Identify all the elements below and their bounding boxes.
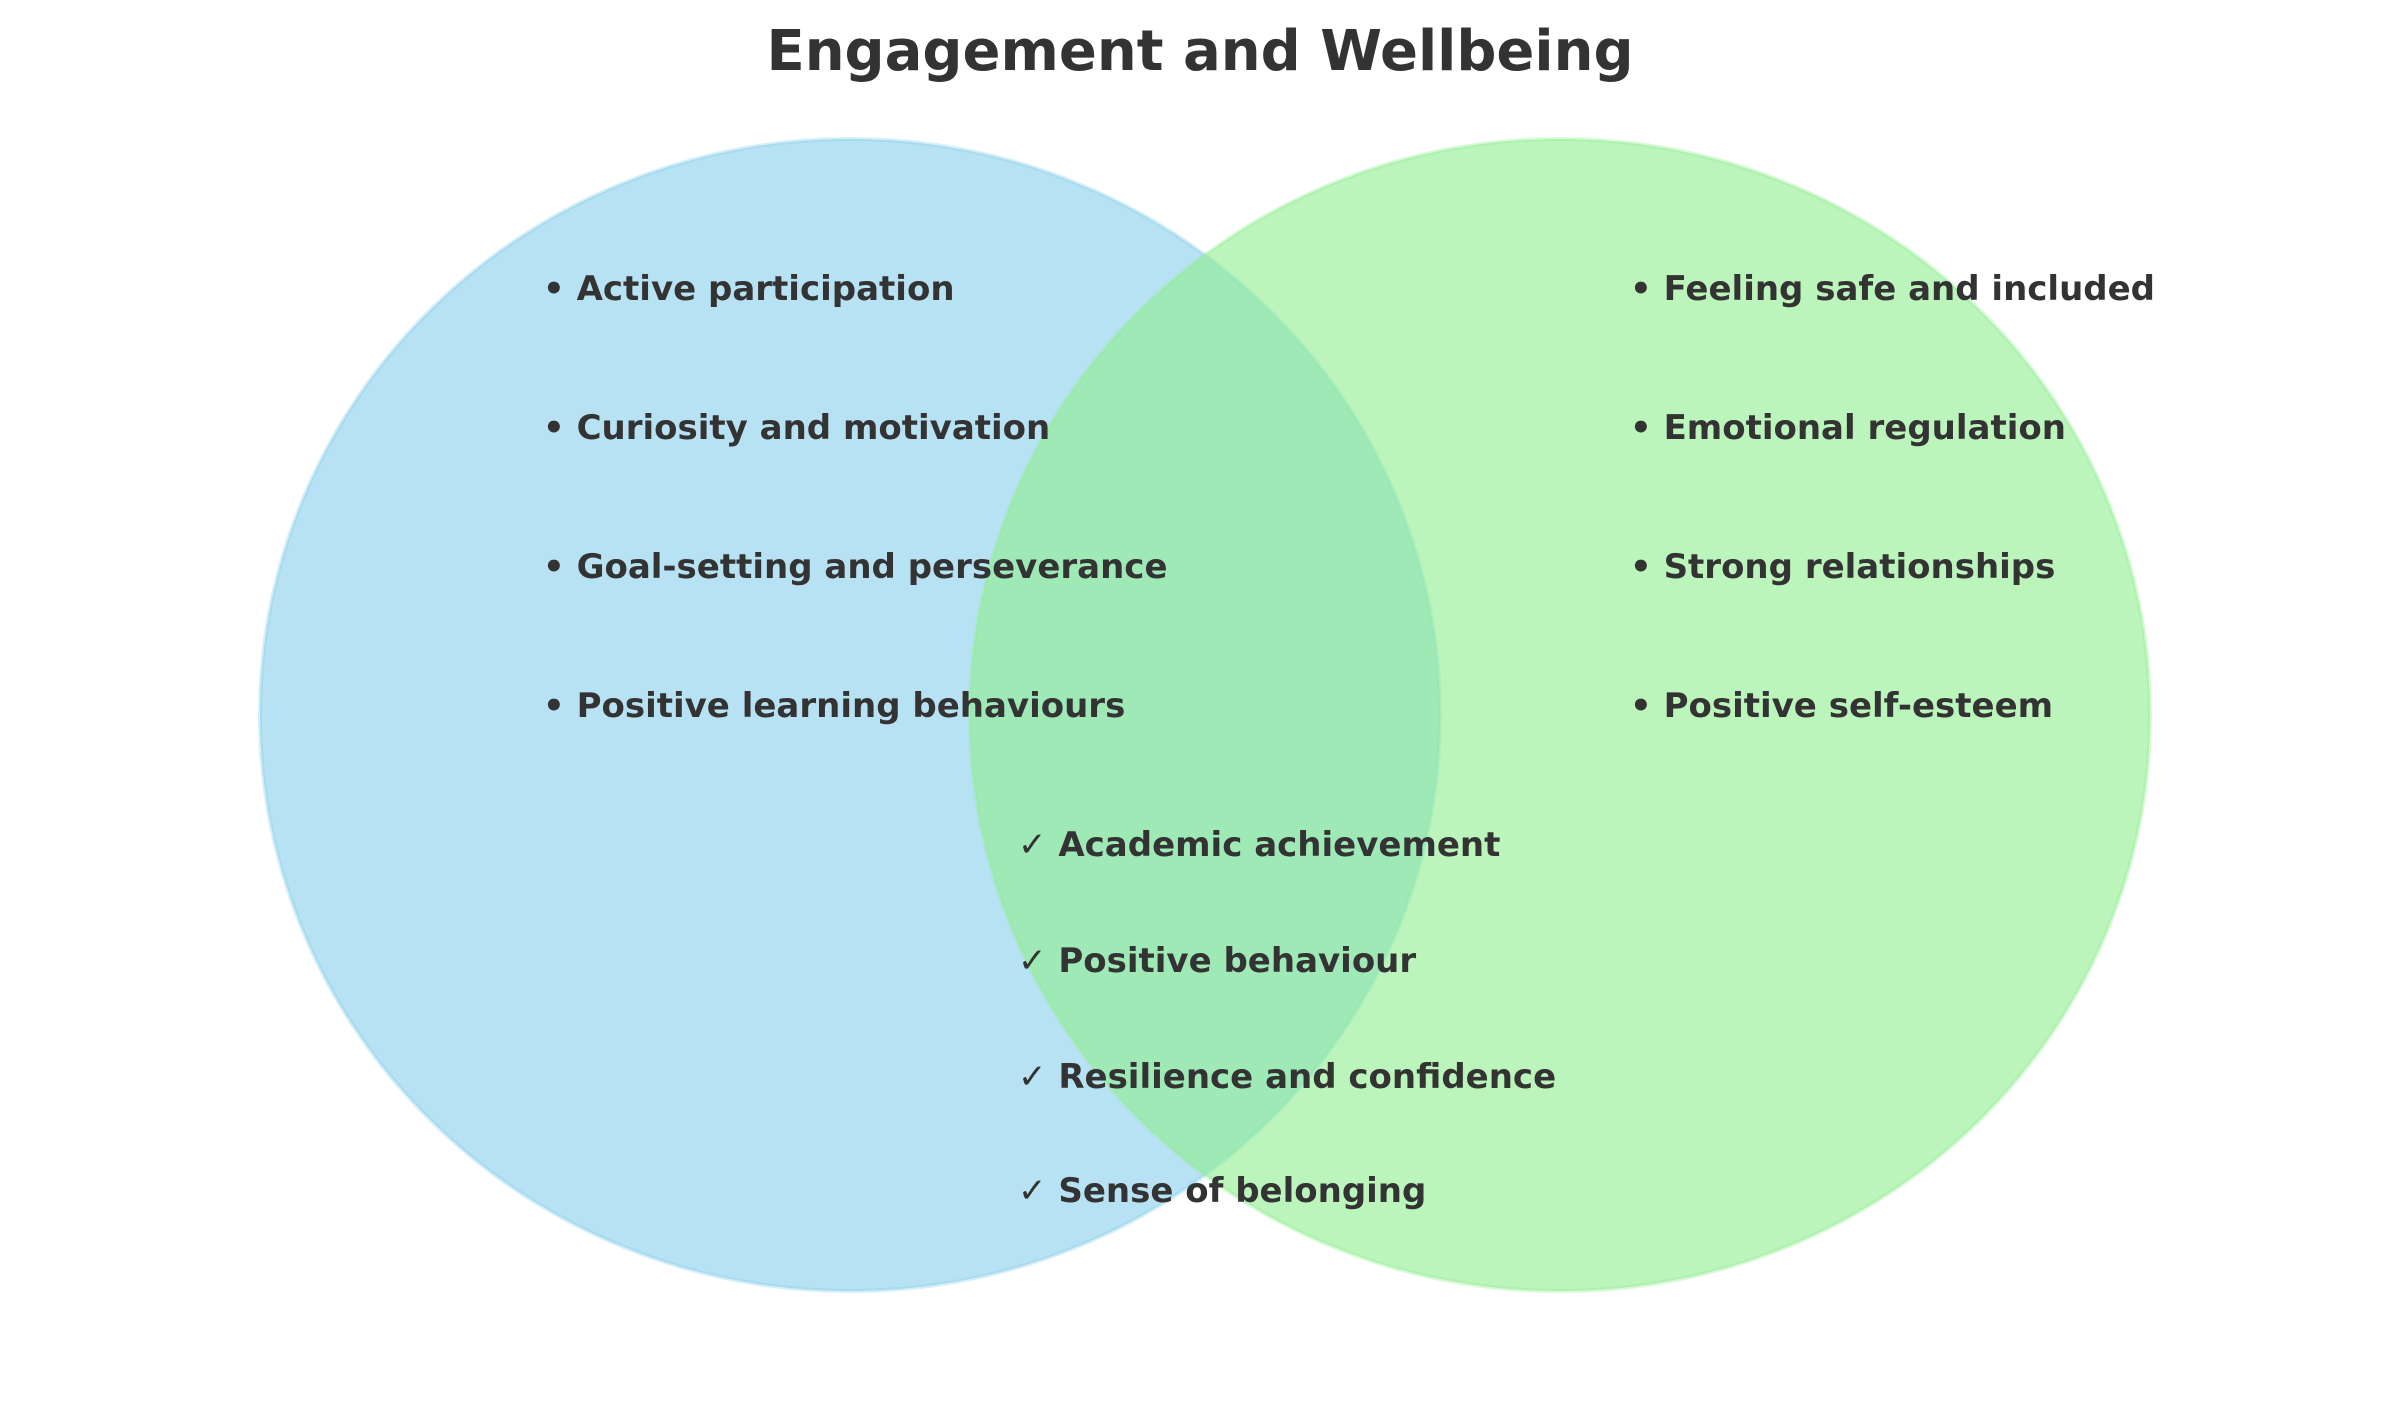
- overlap-item: ✓ Academic achievement: [1018, 825, 1500, 865]
- overlap-items: ✓ Academic achievement ✓ Positive behavi…: [1018, 825, 1556, 1211]
- left-item: • Positive learning behaviours: [543, 686, 1125, 726]
- right-set-items: • Feeling safe and included • Emotional …: [1630, 269, 2155, 726]
- right-item: • Strong relationships: [1630, 547, 2055, 587]
- overlap-item: ✓ Resilience and confidence: [1018, 1057, 1556, 1097]
- overlap-item: ✓ Positive behaviour: [1018, 941, 1416, 981]
- right-item: • Positive self-esteem: [1630, 686, 2053, 726]
- right-circle: [968, 137, 2152, 1293]
- left-item: • Curiosity and motivation: [543, 408, 1050, 448]
- diagram-title: Engagement and Wellbeing: [766, 19, 1633, 84]
- left-set-items: • Active participation • Curiosity and m…: [543, 269, 1168, 726]
- left-item: • Active participation: [543, 269, 955, 309]
- right-item: • Emotional regulation: [1630, 408, 2066, 448]
- overlap-item: ✓ Sense of belonging: [1018, 1171, 1426, 1211]
- right-item: • Feeling safe and included: [1630, 269, 2155, 309]
- left-item: • Goal-setting and perseverance: [543, 547, 1168, 587]
